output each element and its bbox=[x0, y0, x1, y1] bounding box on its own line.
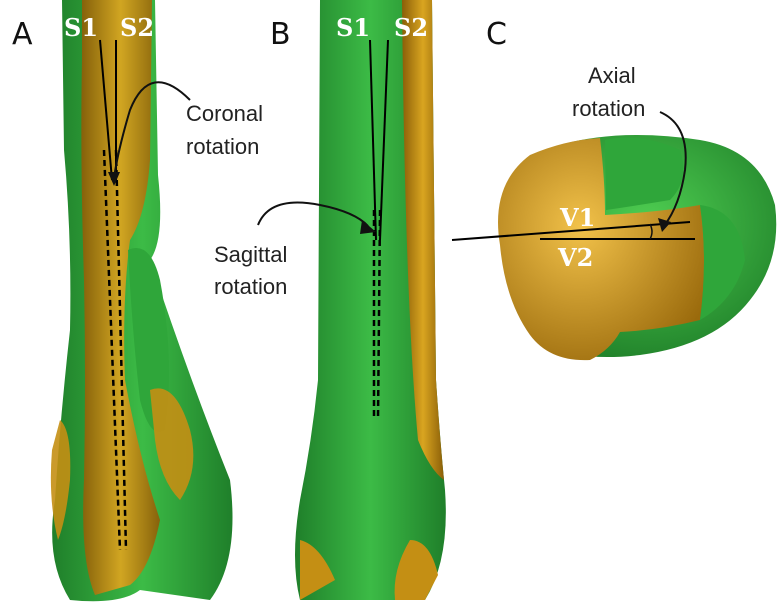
panel-b: B S1 S2 Sagittal rotation bbox=[214, 0, 446, 600]
panel-a: A S1 S2 Coronal rotation bbox=[12, 0, 263, 601]
panel-c-annotation-line2: rotation bbox=[572, 96, 645, 121]
panel-a-letter: A bbox=[12, 17, 33, 52]
panel-a-label-s1: S1 bbox=[64, 13, 98, 42]
panel-a-annotation-line1: Coronal bbox=[186, 101, 263, 126]
panel-c-annotation-line1: Axial bbox=[588, 63, 636, 88]
panel-b-label-s2: S2 bbox=[394, 13, 428, 42]
panel-b-annotation-line2: rotation bbox=[214, 274, 287, 299]
panel-c: C V1 V2 Axial rotation bbox=[452, 17, 776, 360]
panel-b-label-s1: S1 bbox=[336, 13, 370, 42]
panel-c-label-v2: V2 bbox=[557, 243, 593, 272]
panel-c-letter: C bbox=[486, 17, 507, 52]
panel-a-label-s2: S2 bbox=[120, 13, 154, 42]
panel-b-annotation-line1: Sagittal bbox=[214, 242, 287, 267]
panel-c-label-v1: V1 bbox=[559, 203, 595, 232]
panel-b-letter: B bbox=[270, 17, 291, 52]
panel-a-annotation-line2: rotation bbox=[186, 134, 259, 159]
